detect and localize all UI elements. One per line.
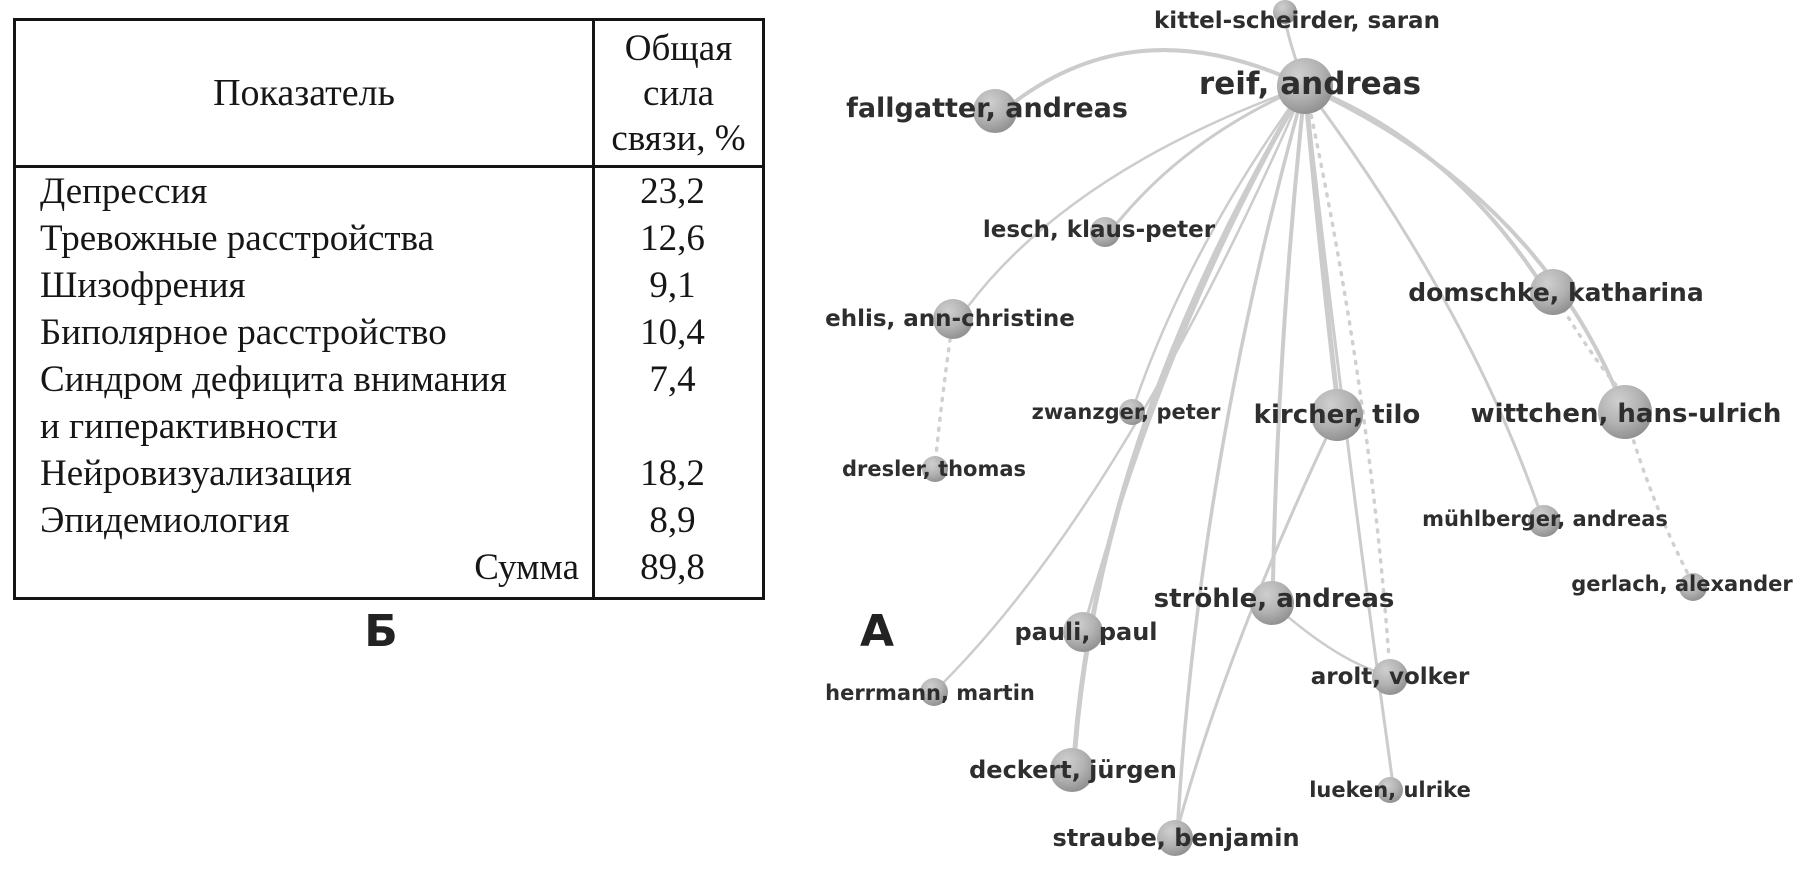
edge-reif-deckert (1072, 83, 1308, 751)
node-label-kircher: kircher, tilo (1254, 400, 1421, 430)
table-row-total: Сумма 89,8 (16, 544, 762, 591)
node-dresler (922, 456, 948, 482)
edge-reif-straube (1176, 84, 1307, 822)
coauthorship-network: kittel-scheirder, saran reif, andreas fa… (825, 0, 1793, 856)
edge-reif-domschke (1303, 84, 1540, 281)
row-label: Депрессия (40, 171, 208, 212)
node-fallgatter (973, 89, 1017, 133)
table-row: Депрессия 23,2 (16, 168, 762, 215)
node-ehlis (933, 299, 973, 339)
table-row: Нейровизуализация 18,2 (16, 450, 762, 497)
row-label: Тревожные расстройства (40, 218, 434, 259)
table-row: Эпидемиология 8,9 (16, 497, 762, 544)
table-header-indicator: Показатель (213, 72, 395, 114)
row-label: Синдром дефицита внимания (40, 359, 507, 400)
table-body: Депрессия 23,2 Тревожные расстройства 12… (16, 168, 762, 597)
node-muhlberger (1528, 505, 1560, 537)
row-label: и гиперактивности (40, 406, 338, 447)
node-kircher (1311, 389, 1363, 441)
edge-reif-ehlis (964, 84, 1307, 311)
node-zwanzger (1119, 399, 1145, 425)
row-value: 23,2 (640, 171, 705, 212)
node-gerlach (1679, 573, 1707, 601)
node-label-gerlach: gerlach, alexander (1571, 572, 1793, 596)
edge-reif-muhlberger (1303, 84, 1540, 508)
node-label-reif: reif, andreas (1199, 66, 1421, 102)
edge-reif-lesch (1116, 84, 1307, 224)
edge-reif-arolt (1303, 84, 1391, 661)
node-label-arolt: arolt, volker (1311, 664, 1470, 690)
node-label-straube: straube, benjamin (1052, 824, 1299, 852)
row-value: 18,2 (640, 453, 705, 494)
network-nodes (920, 0, 1707, 856)
node-label-muhlberger: mühlberger, andreas (1422, 507, 1668, 531)
node-label-dresler: dresler, thomas (842, 457, 1026, 481)
row-label: Шизофрения (40, 265, 246, 306)
edge-kircher-straube (1178, 413, 1339, 822)
table-row: Шизофрения 9,1 (16, 262, 762, 309)
node-wittchen (1598, 385, 1652, 439)
node-domschke (1530, 269, 1576, 315)
edge-reif-zwanzger (1134, 84, 1307, 402)
node-strohle (1250, 581, 1294, 625)
node-label-domschke: domschke, katharina (1408, 278, 1703, 307)
table-header-strength-line1: Общая (624, 27, 733, 69)
node-herrmann (920, 678, 948, 706)
node-label-ehlis: ehlis, ann-christine (825, 306, 1075, 332)
row-label: Биполярное расстройство (40, 312, 447, 353)
node-label-deckert: deckert, jürgen (969, 756, 1177, 784)
edge-reif-strohle (1271, 84, 1307, 583)
node-reif (1277, 58, 1333, 114)
node-pauli (1063, 612, 1103, 652)
table-row: Биполярное расстройство 10,4 (16, 309, 762, 356)
node-kittel-scheirder (1273, 0, 1297, 24)
row-value: 9,1 (649, 265, 696, 306)
table-header-strength: Общая сила связи, % (595, 23, 762, 163)
node-label-wittchen: wittchen, hans-ulrich (1471, 399, 1782, 429)
edge-reif-fallgatter (1010, 48, 1307, 106)
node-label-lueken: lueken, ulrike (1309, 778, 1471, 802)
node-deckert (1050, 748, 1094, 792)
row-value: 8,9 (649, 500, 696, 541)
node-label-lesch: lesch, klaus-peter (983, 217, 1216, 243)
link-strength-table: Показатель Общая сила связи, % Депрессия… (13, 18, 765, 600)
table-row: Тревожные расстройства 12,6 (16, 215, 762, 262)
network-labels: kittel-scheirder, saran reif, andreas fa… (825, 8, 1793, 852)
node-label-kittel-scheirder: kittel-scheirder, saran (1154, 8, 1440, 34)
edge-ehlis-dresler (934, 317, 955, 458)
row-label: Эпидемиология (40, 500, 290, 541)
node-straube (1157, 820, 1193, 856)
table-header-strength-line2: сила (642, 72, 715, 114)
edge-reif-herrmann (940, 84, 1307, 686)
node-label-strohle: ströhle, andreas (1154, 584, 1395, 614)
row-value: 12,6 (640, 218, 705, 259)
panel-label-b: Б (364, 606, 398, 657)
table-header-separator (16, 165, 762, 168)
node-label-fallgatter: fallgatter, andreas (846, 93, 1128, 124)
table-header-strength-line3: связи, % (611, 117, 746, 159)
edge-reif-wittchen (1303, 84, 1618, 392)
row-label: Нейровизуализация (40, 453, 352, 494)
node-label-herrmann: herrmann, martin (825, 681, 1035, 705)
table-header: Показатель Общая сила связи, % (16, 21, 762, 165)
row-value: 10,4 (640, 312, 705, 353)
row-label-total: Сумма (474, 547, 579, 588)
node-lueken (1377, 777, 1403, 803)
node-label-pauli: pauli, paul (1014, 618, 1157, 646)
table-row: и гиперактивности (16, 403, 762, 450)
node-arolt (1372, 659, 1408, 695)
table-column-divider (592, 21, 595, 597)
panel-label-a: А (859, 606, 895, 657)
node-lesch (1090, 217, 1120, 247)
table-row: Синдром дефицита внимания 7,4 (16, 356, 762, 403)
node-label-zwanzger: zwanzger, peter (1032, 400, 1221, 424)
row-value: 7,4 (649, 359, 696, 400)
row-value-total: 89,8 (640, 547, 705, 588)
